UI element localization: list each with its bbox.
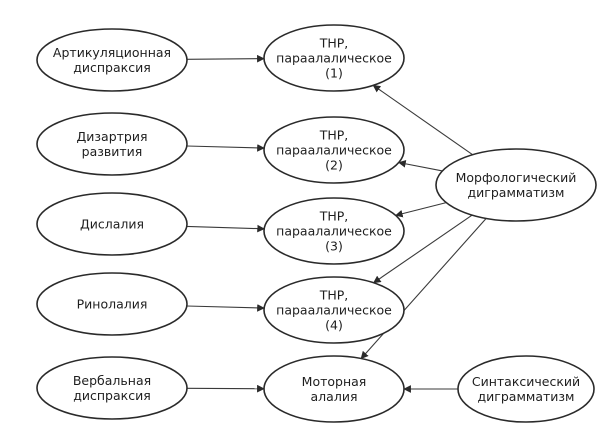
node-shape [457, 355, 595, 423]
edge-artic-to-thr1 [186, 54, 265, 63]
edges [186, 54, 487, 393]
edge-morph-to-motor [360, 218, 487, 360]
node-label-line: параалалическое [276, 224, 392, 239]
nodes: АртикуляционнаядиспраксияДизартрияразвит… [36, 24, 597, 423]
node-thr2: ТНР,параалалическое(2) [263, 116, 405, 184]
edge-rhinol-to-thr4 [186, 304, 265, 312]
node-label-line: диспраксия [73, 388, 150, 403]
edge-morph-to-thr4 [372, 214, 473, 284]
node-shape [36, 272, 188, 336]
node-thr3: ТНР,параалалическое(3) [263, 197, 405, 265]
node-shape [36, 28, 188, 92]
node-thr1: ТНР,параалалическое(1) [263, 24, 405, 92]
node-label-line: Синтаксический [472, 374, 580, 389]
node-shape [263, 355, 405, 423]
node-shape [36, 192, 188, 256]
edge-morph-to-thr3 [394, 202, 447, 218]
edge-dysarth-to-thr2 [186, 144, 265, 152]
node-rhinol: Ринолалия [36, 272, 188, 336]
node-label-line: ТНР, [319, 288, 349, 303]
node-label-line: параалалическое [276, 143, 392, 158]
node-label-line: Дислалия [80, 217, 144, 232]
node-label-line: (1) [325, 66, 343, 81]
node-label-line: диграмматизм [478, 389, 575, 404]
node-shape [435, 148, 597, 222]
node-shape [36, 112, 188, 176]
node-label-line: ТНР, [319, 209, 349, 224]
node-label-line: развития [82, 144, 143, 159]
node-label-line: ТНР, [319, 128, 349, 143]
node-label-line: (3) [325, 239, 343, 254]
edge-dyslal-to-thr3 [186, 224, 265, 233]
node-label-line: Ринолалия [77, 297, 148, 312]
node-label-line: диспраксия [73, 60, 150, 75]
node-shape [263, 276, 405, 344]
node-label-line: параалалическое [276, 303, 392, 318]
node-label-line: Морфологический [456, 170, 577, 185]
node-label-line: Вербальная [73, 373, 151, 388]
node-label-line: (4) [325, 318, 343, 333]
node-label-line: ТНР, [319, 36, 349, 51]
node-label-line: Дизартрия [77, 129, 148, 144]
node-shape [263, 197, 405, 265]
node-label-line: (2) [325, 158, 343, 173]
node-label-line: алалия [311, 389, 358, 404]
node-label-line: Артикуляционная [53, 45, 171, 60]
node-label-line: диграмматизм [468, 185, 565, 200]
edge-morph-to-thr2 [398, 160, 443, 172]
node-shape [263, 24, 405, 92]
node-label-line: Моторная [302, 374, 367, 389]
node-dyslal: Дислалия [36, 192, 188, 256]
node-label-line: параалалическое [276, 51, 392, 66]
node-shape [36, 356, 188, 420]
edge-morph-to-thr1 [372, 84, 473, 156]
node-shape [263, 116, 405, 184]
node-thr4: ТНР,параалалическое(4) [263, 276, 405, 344]
